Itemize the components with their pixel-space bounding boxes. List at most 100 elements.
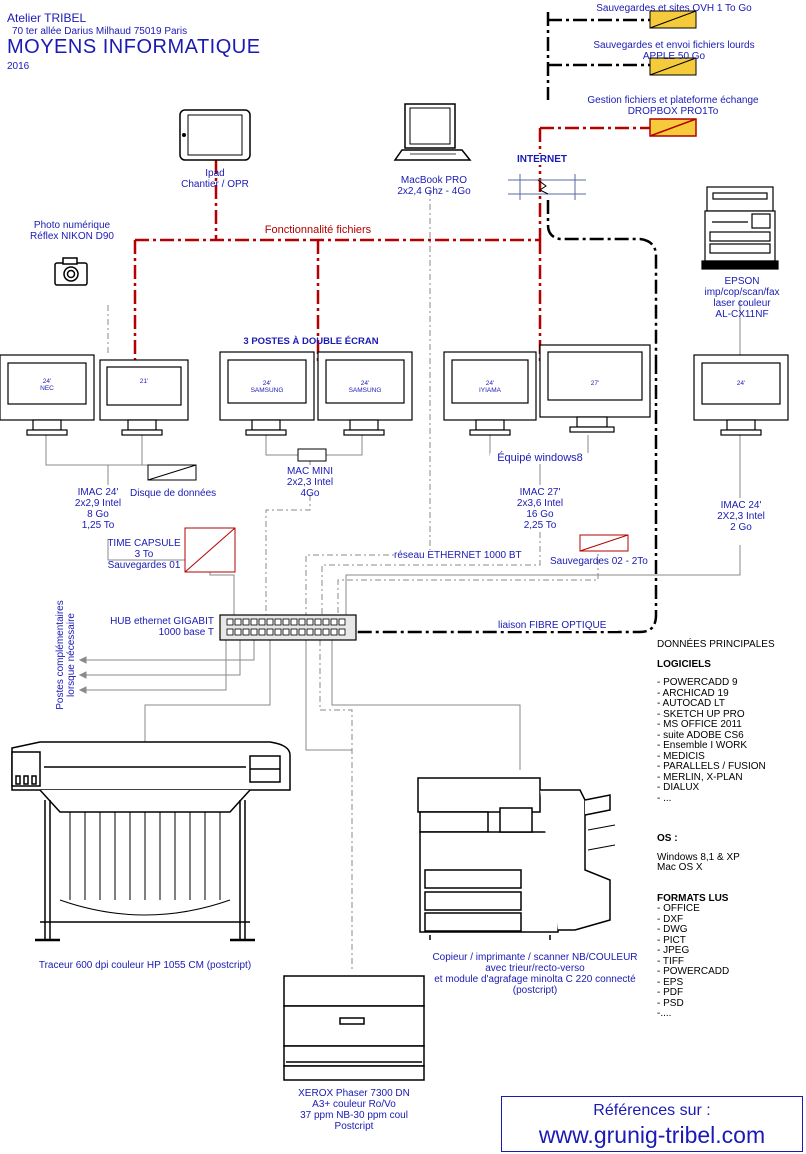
list-item: - OFFICE [657,903,700,914]
imac27-line2: 2x3,6 Intel [516,498,564,509]
list-item: - MEDICIS [657,750,705,762]
macbook-line1: MacBook PRO [400,175,468,186]
imac27-label: IMAC 27' 2x3,6 Intel 16 Go 2,25 To [512,487,568,531]
epson-line3: laser couleur [713,298,771,309]
list-item: - PDF [657,987,684,998]
list-item: - PSD [657,997,684,1009]
list-item: - ... [657,792,672,804]
camera-line1: Photo numérique [33,220,111,231]
monitor-size: 27' [590,380,600,387]
mac-mini-label: MAC MINI 2x2,3 Intel 4Go [280,466,340,499]
monitor-imac-right-label: 24' [702,380,780,387]
formats-heading: FORMATS LUS [657,892,729,904]
ipad-line1: Ipad [205,168,225,179]
monitor-nec-label: 24' NEC [8,378,86,392]
mac-mini-line3: 4Go [300,488,320,499]
monitor-samsung-2-label: 24' SAMSUNG [326,380,404,394]
monitor-brand: SAMSUNG [250,387,284,394]
monitor-nec [0,354,95,436]
epson-printer-icon [701,186,779,270]
main-data-panel: DONNÉES PRINCIPALES LOGICIELS - POWERCAD… [657,639,797,1020]
list-item: Windows 8,1 & XP [657,851,740,863]
list-item: -.... [657,1008,672,1019]
list-item: - TIFF [657,955,685,967]
dropbox-line1: Gestion fichiers et plateforme échange [587,95,759,106]
ipad-label: Ipad Chantier / OPR [170,168,260,190]
page-year: 2016 [7,61,30,72]
list-item: Mac OS X [657,862,703,873]
imac24-left-line4: 1,25 To [81,520,115,531]
list-item: - DXF [657,913,684,925]
monitor-21-label: 21' [107,378,181,385]
dual-screen-label: 3 POSTES À DOUBLE ÉCRAN [243,336,379,347]
monitor-size: 24' [736,380,746,387]
software-list: - POWERCADD 9 - ARCHICAD 19 - AUTOCAD LT… [657,677,797,804]
apple-backup-line1: Sauvegardes et envoi fichiers lourds [593,40,755,51]
monitor-size: 24' [485,380,495,387]
imac24-left-label: IMAC 24' 2x2,9 Intel 8 Go 1,25 To [70,487,126,531]
monitor-size: 24' [262,380,272,387]
imac27-line4: 2,25 To [523,520,557,531]
monitor-samsung-2 [317,351,413,436]
copier-line1: Copieur / imprimante / scanner NB/COULEU… [432,952,638,963]
list-item: - EPS [657,976,684,988]
monitor-iyiama-label: 24' IYIAMA [452,380,528,394]
copier-label: Copieur / imprimante / scanner NB/COULEU… [425,952,645,996]
imac27-line1: IMAC 27' [519,487,561,498]
imac24-right-line3: 2 Go [730,522,752,533]
backup02-label: Sauvegardes 02 - 2To [550,556,648,567]
camera-icon [54,257,88,286]
copier-line2: avec trieur/recto-verso [485,963,585,974]
company-name: Atelier TRIBEL [7,11,87,25]
xerox-line1: XEROX Phaser 7300 DN [298,1088,410,1099]
references-url-link[interactable]: www.grunig-tribel.com [538,1122,766,1148]
extra-posts-line2: lorsque nécessaire [66,613,77,697]
monitor-size: 21' [139,378,149,385]
apple-backup-line2: APPLE 50 Go [642,51,706,62]
extra-posts-label: Postes complémentaires lorsque nécessair… [55,600,77,710]
plotter-icon [11,741,291,942]
monitor-brand: SAMSUNG [348,387,382,394]
list-item: - PICT [657,934,686,946]
imac24-left-line1: IMAC 24' [77,487,119,498]
os-heading: OS : [657,833,678,844]
imac24-right-label: IMAC 24' 2X2,3 Intel 2 Go [710,500,772,533]
xerox-line4: Postcript [334,1121,374,1132]
extra-posts-line1: Postes complémentaires [55,600,66,710]
epson-line4: AL-CX11NF [715,309,769,320]
data-panel-title: DONNÉES PRINCIPALES [657,639,775,650]
fibre-label: liaison FIBRE OPTIQUE [498,620,618,631]
xerox-line2: A3+ couleur Ro/Vo [312,1099,396,1110]
list-item: - PARALLELS / FUSION [657,761,766,772]
list-item: - MERLIN, X-PLAN [657,771,743,783]
monitor-brand: NEC [40,385,54,392]
copier-line3: et module d'agrafage minolta C 220 conne… [434,974,636,985]
ethernet-links [45,190,741,970]
os-list: Windows 8,1 & XP Mac OS X [657,851,797,874]
mac-mini-line2: 2x2,3 Intel [286,477,334,488]
list-item: - ARCHICAD 19 [657,687,729,699]
monitors [0,344,789,436]
apple-backup-label: Sauvegardes et envoi fichiers lourds APP… [588,40,760,62]
list-item: - DWG [657,924,688,935]
monitor-brand: IYIAMA [478,387,502,394]
monitor-samsung-1-label: 24' SAMSUNG [228,380,306,394]
xerox-label: XEROX Phaser 7300 DN A3+ couleur Ro/Vo 3… [284,1088,424,1132]
list-item: - DIALUX [657,782,700,793]
epson-line1: EPSON [724,276,760,287]
company-address: 70 ter allée Darius Milhaud 75019 Paris [12,26,188,37]
imac24-right-line1: IMAC 24' [720,500,762,511]
time-capsule-label: TIME CAPSULE 3 To Sauvegardes 01 [100,538,188,571]
list-item: - POWERCADD [657,966,730,977]
macbook-line2: 2x2,4 Ghz - 4Go [397,186,471,197]
epson-label: EPSON imp/cop/scan/fax laser couleur AL-… [690,276,794,320]
page-title: MOYENS INFORMATIQUE [7,36,261,58]
monitor-size: 24' [360,380,370,387]
ipad-icon [179,109,251,161]
macbook-icon [393,103,472,161]
file-function-links [133,126,650,362]
monitor-27 [539,344,651,433]
dropbox-line2: DROPBOX PRO1To [627,106,719,117]
copier-line4: (postcript) [512,985,558,996]
dropbox-label: Gestion fichiers et plateforme échange D… [582,95,764,117]
